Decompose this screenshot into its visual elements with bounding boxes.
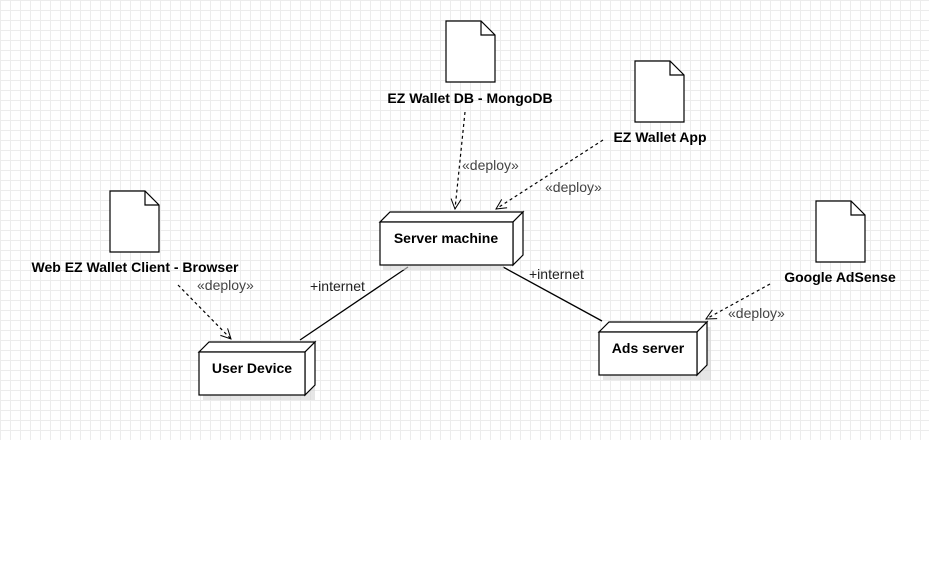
artifact-client-label: Web EZ Wallet Client - Browser	[32, 259, 239, 275]
deploy-label-app: «deploy»	[545, 179, 602, 195]
deploy-adsense-ads	[706, 283, 771, 319]
deploy-label-db: «deploy»	[462, 157, 519, 173]
artifact-client[interactable]: Web EZ Wallet Client - Browser	[32, 190, 239, 275]
deployment-diagram: +internet +internet «deploy» «deploy» «d…	[32, 20, 896, 400]
document-icon	[815, 200, 866, 263]
link-label-server-ads: +internet	[529, 266, 584, 282]
artifact-app-label: EZ Wallet App	[613, 129, 706, 145]
document-icon	[445, 20, 496, 83]
deploy-label-client: «deploy»	[197, 277, 254, 293]
deploy-app-server	[496, 139, 604, 209]
artifact-db-label: EZ Wallet DB - MongoDB	[387, 90, 552, 106]
node-server-machine-label: Server machine	[394, 230, 498, 246]
link-server-user	[299, 266, 409, 341]
document-icon	[109, 190, 160, 253]
deploy-label-adsense: «deploy»	[728, 305, 785, 321]
artifact-adsense-label: Google AdSense	[784, 269, 896, 285]
artifact-db[interactable]: EZ Wallet DB - MongoDB	[387, 20, 553, 106]
link-label-server-user: +internet	[310, 278, 365, 294]
node-user-device-label: User Device	[212, 360, 292, 376]
node-ads-server-label: Ads server	[612, 340, 685, 356]
document-icon	[634, 60, 685, 123]
diagram-canvas: +internet +internet «deploy» «deploy» «d…	[0, 0, 929, 440]
deploy-client-user	[177, 284, 231, 339]
deploy-db-server	[455, 111, 466, 209]
link-server-ads	[502, 266, 603, 322]
node-user-device[interactable]: User Device	[197, 340, 317, 400]
artifact-adsense[interactable]: Google AdSense	[784, 200, 896, 285]
node-server-machine[interactable]: Server machine	[378, 210, 525, 270]
node-ads-server[interactable]: Ads server	[597, 320, 711, 380]
artifact-app[interactable]: EZ Wallet App	[613, 60, 707, 145]
